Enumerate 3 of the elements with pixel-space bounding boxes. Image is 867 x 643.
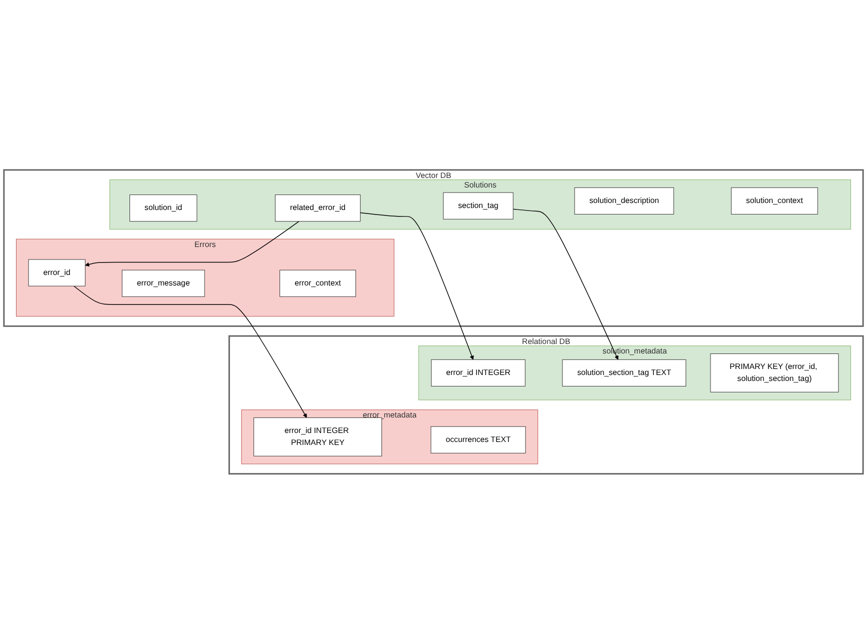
arrow (360, 212, 474, 360)
arrow (74, 285, 307, 418)
arrow (512, 208, 618, 360)
